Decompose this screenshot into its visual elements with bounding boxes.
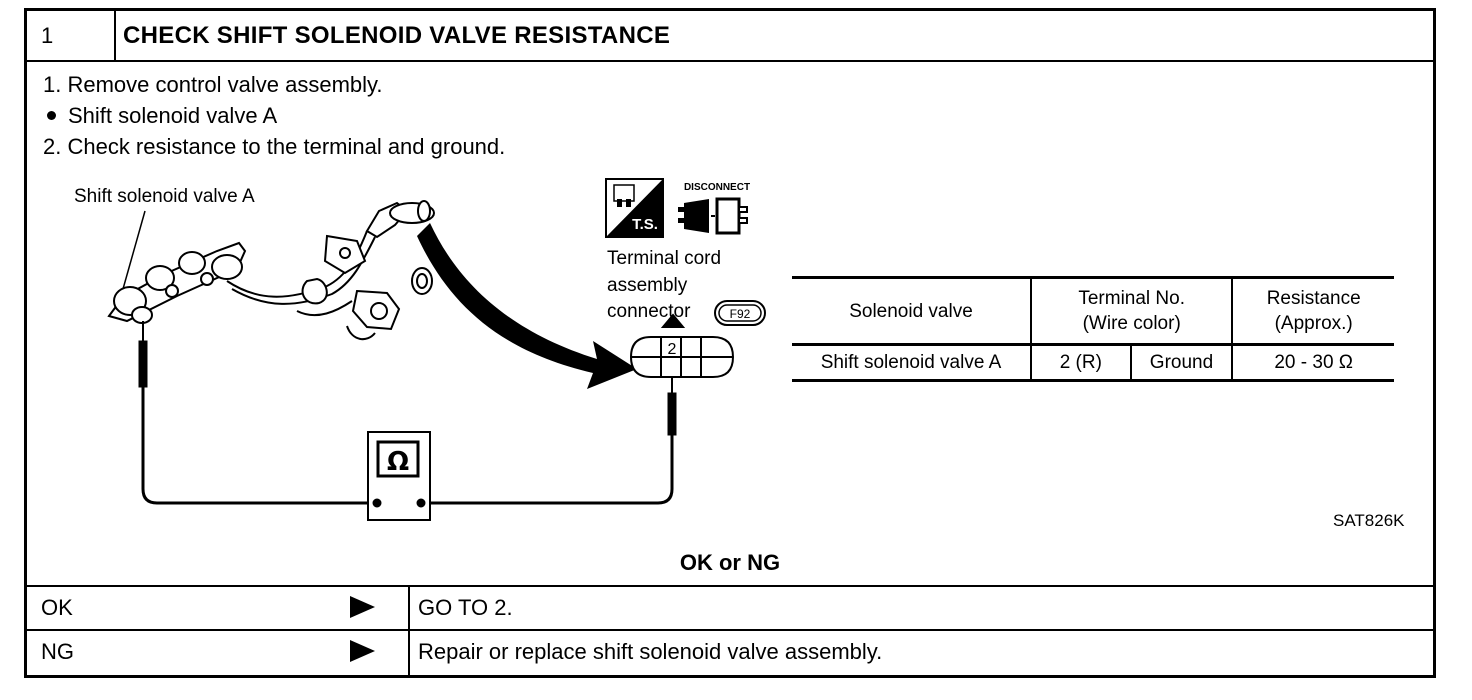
solenoid-valve-illustration	[107, 200, 435, 341]
result-action: GO TO 2.	[418, 595, 513, 620]
spec-header-terminal-line2: (Wire color)	[1082, 313, 1181, 334]
spec-data-row: Shift solenoid valve A 2 (R) Ground 20 -…	[792, 344, 1394, 382]
instruction-bullet-text: Shift solenoid valve A	[68, 103, 278, 128]
instruction-item: 1. Remove control valve assembly.	[43, 72, 383, 97]
resistance-spec-table: Solenoid valve Terminal No.(Wire color) …	[792, 276, 1394, 382]
connector-label-line: connector	[607, 301, 691, 322]
spec-header-row: Solenoid valve Terminal No.(Wire color) …	[792, 276, 1394, 346]
instruction-list: 1. Remove control valve assembly. Shift …	[43, 69, 505, 162]
connector-code-badge	[714, 300, 766, 326]
pointer-arrow	[417, 223, 637, 389]
ohmmeter	[367, 431, 431, 521]
connector-label-line: Terminal cord	[607, 248, 722, 269]
arrow-right-icon	[350, 596, 375, 618]
procedure-frame: 1 CHECK SHIFT SOLENOID VALVE RESISTANCE …	[24, 8, 1436, 678]
spec-cell-ground: Ground	[1130, 344, 1234, 382]
spec-cell-terminal: 2 (R)	[1031, 344, 1132, 382]
arrow-right-icon	[350, 640, 375, 662]
instruction-item: Shift solenoid valve A	[43, 100, 505, 131]
result-action: Repair or replace shift solenoid valve a…	[418, 639, 883, 664]
step-header: 1 CHECK SHIFT SOLENOID VALVE RESISTANCE	[27, 11, 1433, 62]
terminal-number: 2	[668, 341, 677, 358]
spec-header-resistance-line1: Resistance	[1266, 288, 1361, 309]
step-number: 1	[41, 23, 54, 48]
ok-or-ng-prompt: OK or NG	[679, 550, 781, 575]
spec-header-resistance: Resistance (Approx.)	[1232, 276, 1394, 346]
connector-label-line: assembly	[607, 275, 688, 296]
result-divider	[408, 631, 410, 675]
result-divider	[408, 587, 410, 629]
spec-cell-resistance: 20 - 30 Ω	[1232, 344, 1394, 382]
step-title: CHECK SHIFT SOLENOID VALVE RESISTANCE	[123, 22, 671, 49]
disconnect-label: DISCONNECT	[684, 182, 750, 193]
wiring-diagram: Ω 2 T.S.	[107, 178, 766, 521]
figure-code: SAT826K	[1333, 511, 1405, 530]
spec-cell-solenoid: Shift solenoid valve A	[792, 344, 1033, 382]
ohm-symbol: Ω	[387, 447, 409, 477]
valve-label-leader	[122, 210, 146, 290]
result-key: NG	[41, 639, 74, 664]
result-key: OK	[41, 595, 73, 620]
result-row-ng: NG Repair or replace shift solenoid valv…	[27, 629, 1433, 675]
probe-lead-right	[421, 376, 677, 505]
ts-label: T.S.	[632, 216, 658, 233]
header-divider	[114, 11, 116, 60]
spec-header-resistance-line2: (Approx.)	[1274, 313, 1353, 334]
ts-icon	[605, 178, 664, 238]
instruction-item: 2. Check resistance to the terminal and …	[43, 134, 506, 159]
terminal-cord-connector	[629, 313, 735, 378]
bullet-icon	[47, 111, 56, 121]
probe-lead-left	[138, 321, 371, 505]
spec-header-solenoid: Solenoid valve	[792, 276, 1033, 346]
connector-code: F92	[730, 307, 751, 321]
spec-header-terminal: Terminal No. (Wire color)	[1031, 276, 1234, 346]
disconnect-icon	[678, 197, 748, 235]
spec-header-terminal-line1: Terminal No.	[1078, 288, 1186, 309]
result-row-ok: OK GO TO 2.	[27, 585, 1433, 629]
valve-label: Shift solenoid valve A	[74, 186, 255, 207]
